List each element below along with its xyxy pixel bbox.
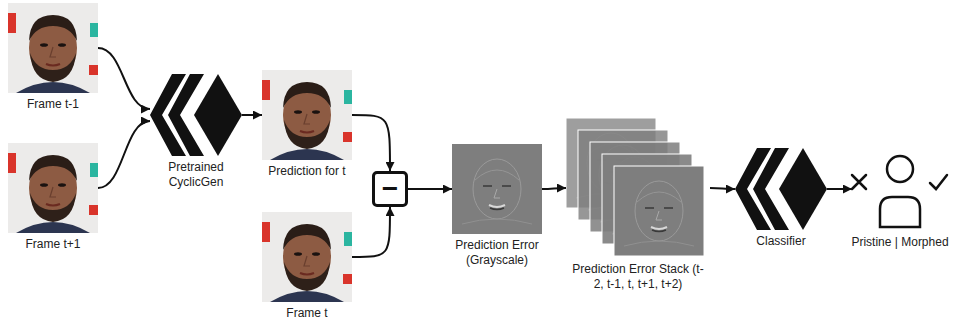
video-frame [262, 212, 352, 302]
flow-arrow [352, 207, 390, 257]
video-frame: Frame t [262, 212, 352, 321]
shape-area [735, 148, 827, 230]
flow-arrow [408, 188, 452, 190]
shape-area [150, 74, 242, 156]
shape-area [262, 70, 352, 160]
classifier-block: Classifier [735, 148, 827, 249]
shape-area [8, 3, 98, 93]
shape-area [566, 118, 710, 258]
shape-area [262, 212, 352, 302]
video-frame [8, 143, 98, 233]
node-label: Pretrained CyclicGen [160, 160, 232, 190]
shape-area [8, 143, 98, 233]
predicted-frame [262, 70, 352, 160]
classifier-icon [735, 148, 827, 230]
node-label: Prediction for t [252, 164, 362, 179]
flow-arrow [98, 48, 150, 109]
node-label: Frame t-1 [8, 97, 98, 112]
error-image: Prediction Error (Grayscale) [445, 144, 549, 268]
node-label: Prediction Error (Grayscale) [445, 238, 549, 268]
error-image [452, 144, 542, 234]
node-label: Frame t+1 [8, 237, 98, 252]
verdict-icon: Pristine | Morphed [848, 147, 952, 250]
verdict-icon [852, 156, 947, 227]
network-block: Pretrained CyclicGen [150, 74, 242, 190]
predicted-frame: Prediction for t [252, 70, 362, 179]
subtract-box: − [372, 171, 408, 207]
flow-arrow [98, 121, 150, 188]
video-frame: Frame t+1 [8, 143, 98, 252]
flow-arrow [242, 114, 262, 116]
node-label: Classifier [736, 234, 826, 249]
shape-area [452, 144, 542, 234]
network-icon [150, 74, 242, 156]
node-label: Prediction Error Stack (t-2, t-1, t, t+1… [571, 262, 705, 292]
flow-arrow [542, 188, 566, 189]
operator-symbol: − [382, 175, 398, 203]
flow-arrow [352, 115, 390, 171]
flow-arrow [827, 188, 852, 190]
error-stack [566, 118, 704, 256]
error-stack: Prediction Error Stack (t-2, t-1, t, t+1… [566, 118, 710, 292]
video-frame: Frame t-1 [8, 3, 98, 112]
shape-area [852, 147, 948, 231]
flow-arrow [710, 188, 735, 189]
node-label: Pristine | Morphed [848, 235, 952, 250]
video-frame [8, 3, 98, 93]
node-label: Frame t [262, 306, 352, 321]
